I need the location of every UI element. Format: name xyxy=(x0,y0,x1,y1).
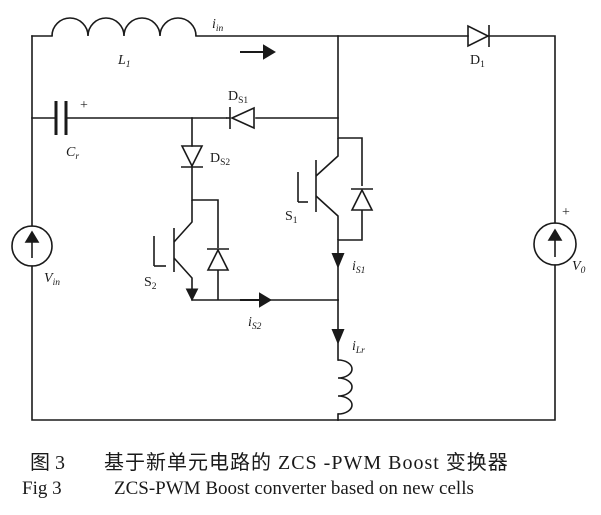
wire-top-right xyxy=(487,35,556,224)
caption-cn-text: 基于新单元电路的 ZCS -PWM Boost 变换器 xyxy=(104,452,509,474)
label-d1: D1 xyxy=(470,53,485,70)
caption-en-number: Fig 3 xyxy=(22,478,62,499)
label-s2: S2 xyxy=(144,275,157,292)
label-s1: S1 xyxy=(285,209,298,226)
caption-cn-number: 图 3 xyxy=(30,452,65,474)
label-v0: V0 xyxy=(572,259,586,276)
diode-ds2 xyxy=(180,145,204,168)
switch-s2 xyxy=(153,199,230,302)
inductor-l1 xyxy=(51,17,197,37)
source-v0 xyxy=(533,222,577,266)
diode-ds1 xyxy=(226,106,255,130)
label-iin: iin xyxy=(212,17,224,34)
switch-s1 xyxy=(297,137,374,241)
wire-right-bottom xyxy=(337,264,556,421)
arrow-ilr xyxy=(331,329,345,345)
label-v0-plus: + xyxy=(562,205,570,220)
source-vin xyxy=(11,225,53,267)
capacitor-cr xyxy=(54,101,68,135)
caption-en-text: ZCS-PWM Boost converter based on new cel… xyxy=(114,478,474,499)
label-cap-plus: + xyxy=(80,98,88,113)
label-l1: L1 xyxy=(117,53,131,70)
label-cr: Cr xyxy=(66,145,79,162)
label-ilr: iLr xyxy=(352,339,365,356)
label-is1: iS1 xyxy=(352,259,365,276)
wire-left-bottom xyxy=(31,265,339,421)
label-is2: iS2 xyxy=(248,315,262,332)
inductor-lr xyxy=(337,359,353,415)
label-vin: Vin xyxy=(44,271,60,288)
label-ds2: DS2 xyxy=(210,151,230,168)
circuit-diagram: iin L1 + Cr DS1 DS2 S1 S2 Vin D1 + V0 iS… xyxy=(11,17,586,421)
arrow-is1 xyxy=(331,253,345,269)
diode-d1 xyxy=(467,24,490,48)
current-arrows xyxy=(240,44,345,345)
label-ds1: DS1 xyxy=(228,89,248,106)
